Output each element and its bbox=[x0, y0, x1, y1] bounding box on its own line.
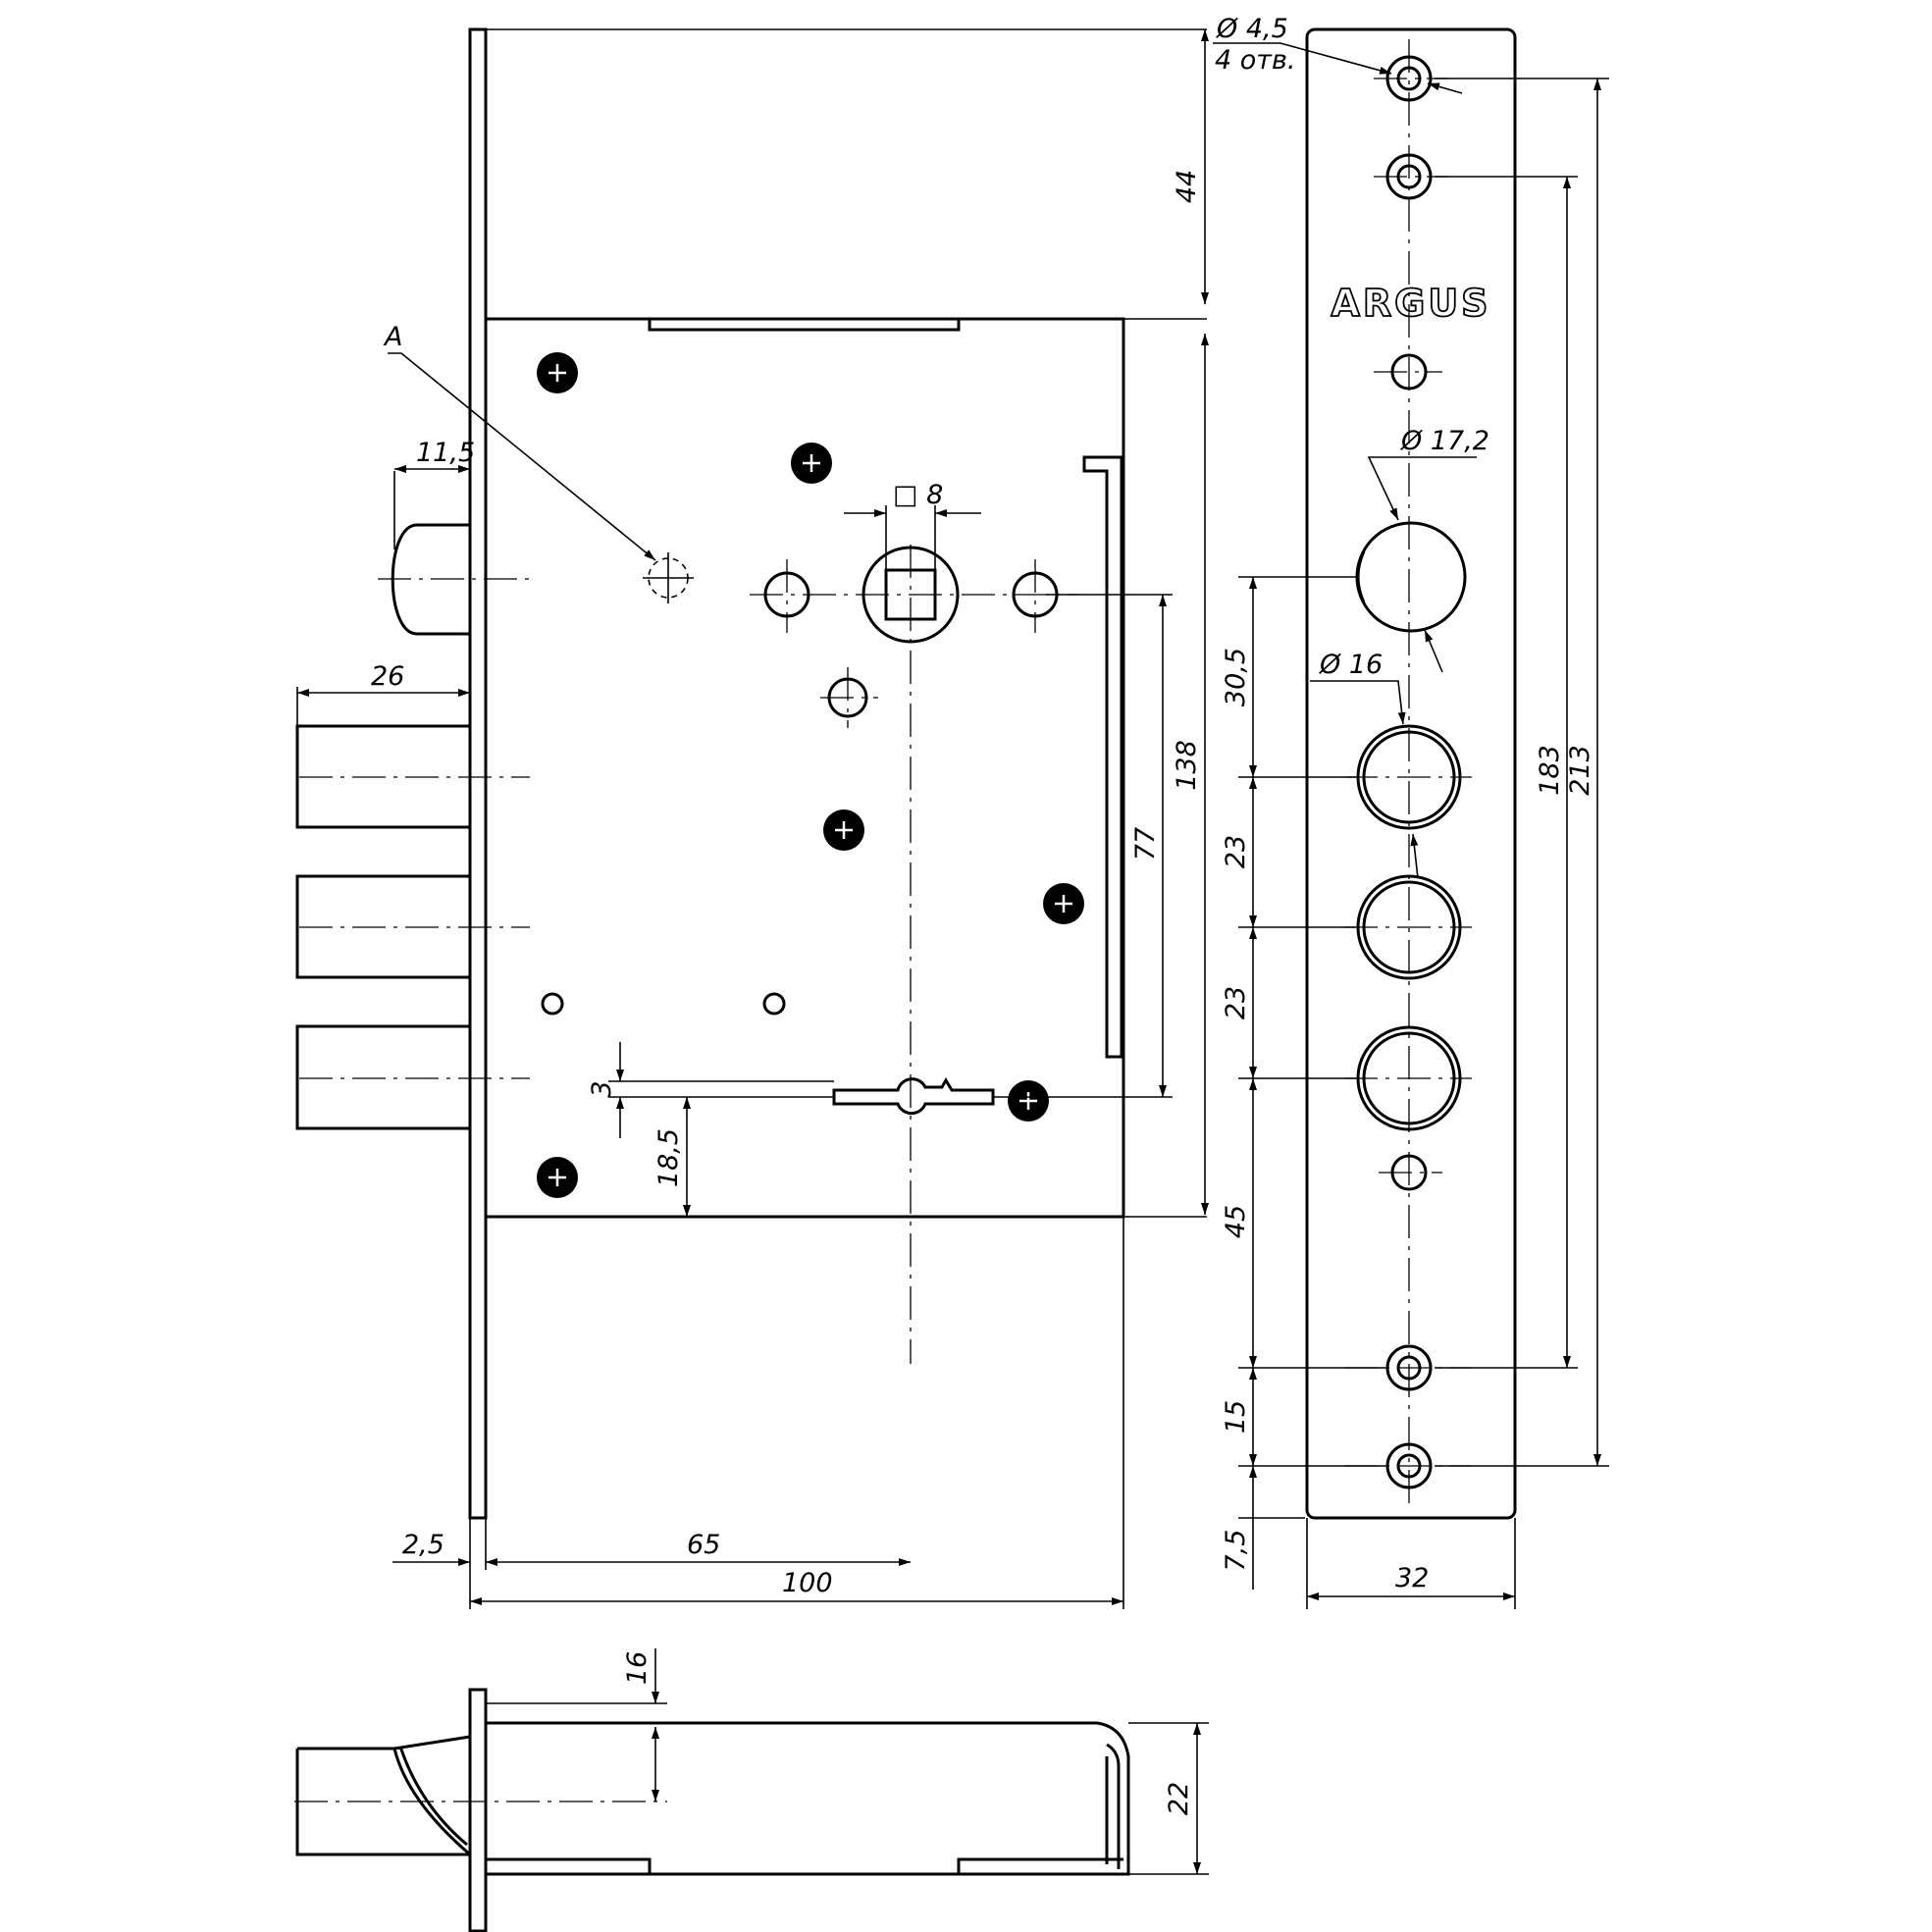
svg-text:32: 32 bbox=[1395, 1563, 1429, 1593]
svg-text:11,5: 11,5 bbox=[416, 438, 475, 468]
svg-text:65: 65 bbox=[687, 1530, 720, 1560]
latch-opening bbox=[1355, 521, 1467, 633]
screw-icon bbox=[537, 1157, 578, 1198]
screw-icon bbox=[1043, 883, 1084, 924]
svg-text:77: 77 bbox=[1130, 827, 1161, 861]
svg-text:4 отв.: 4 отв. bbox=[1215, 45, 1296, 76]
svg-text:7,5: 7,5 bbox=[1221, 1530, 1251, 1572]
svg-text:Ø 4,5: Ø 4,5 bbox=[1216, 14, 1288, 44]
screw-icon bbox=[1008, 1080, 1049, 1122]
svg-text:Ø 16: Ø 16 bbox=[1319, 650, 1383, 680]
svg-text:45: 45 bbox=[1221, 1205, 1251, 1238]
forend-plate bbox=[468, 27, 488, 1520]
case-section bbox=[486, 1721, 1130, 1876]
screw-icon bbox=[791, 443, 832, 484]
front-view: A bbox=[295, 27, 1207, 1520]
callout-label: A bbox=[383, 322, 402, 352]
svg-text:44: 44 bbox=[1172, 170, 1202, 203]
svg-text:100: 100 bbox=[782, 1568, 833, 1598]
svg-text:30,5: 30,5 bbox=[1221, 648, 1251, 706]
svg-text:□ 8: □ 8 bbox=[893, 480, 943, 510]
faceplate bbox=[1305, 27, 1517, 1520]
screw-icon bbox=[823, 809, 864, 851]
brand-logo: ARGUS bbox=[1331, 282, 1490, 325]
latch-bolt-profile bbox=[295, 1735, 471, 1856]
right-flange bbox=[1082, 455, 1123, 1059]
faceplate-view: ARGUS bbox=[1305, 27, 1517, 1520]
svg-text:15: 15 bbox=[1221, 1400, 1251, 1434]
lock-case bbox=[484, 317, 1125, 1219]
svg-text:22: 22 bbox=[1164, 1782, 1194, 1815]
svg-text:26: 26 bbox=[371, 661, 404, 692]
svg-text:213: 213 bbox=[1565, 745, 1595, 796]
small-hole bbox=[541, 992, 564, 1016]
svg-text:138: 138 bbox=[1172, 740, 1202, 791]
faceplate-dimensions: Ø 4,5 4 отв. Ø 17,2 Ø 16 30,5 23 23 45 1… bbox=[1213, 14, 1609, 1609]
section-view: 16 22 bbox=[294, 1648, 1209, 1932]
latch-bolt bbox=[391, 523, 472, 636]
screw-icon bbox=[537, 352, 578, 393]
svg-text:18,5: 18,5 bbox=[653, 1128, 684, 1187]
small-hole bbox=[762, 992, 786, 1016]
front-dimensions: 44 11,5 26 □ 8 77 138 3 18,5 2,5 65 bbox=[296, 29, 1209, 1609]
forend-section bbox=[468, 1688, 488, 1932]
top-rib bbox=[648, 319, 961, 332]
svg-text:2,5: 2,5 bbox=[402, 1530, 444, 1560]
dead-bolt-3 bbox=[295, 1024, 472, 1130]
svg-text:3: 3 bbox=[587, 1080, 617, 1097]
svg-text:16: 16 bbox=[622, 1651, 653, 1685]
key-slot bbox=[832, 1077, 995, 1116]
svg-text:23: 23 bbox=[1221, 835, 1251, 868]
svg-text:23: 23 bbox=[1221, 986, 1251, 1019]
svg-text:183: 183 bbox=[1535, 745, 1565, 796]
svg-text:Ø 17,2: Ø 17,2 bbox=[1400, 426, 1489, 456]
